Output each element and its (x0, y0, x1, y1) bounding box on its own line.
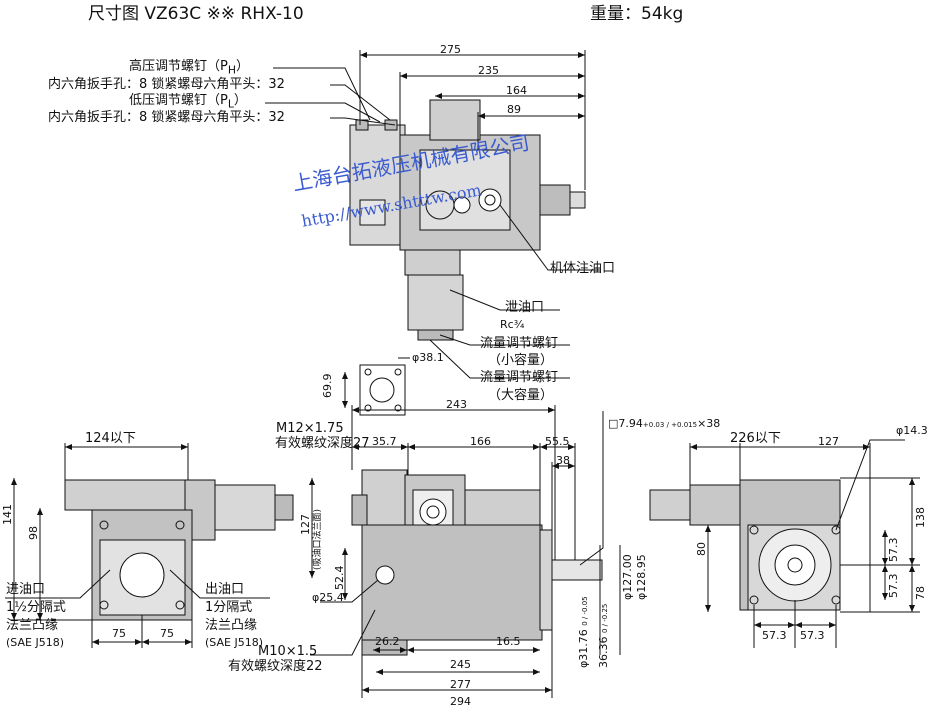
top-view-leaders (265, 67, 600, 379)
front-thread-depth: 有效螺纹深度22 (228, 659, 323, 674)
front-dim-52-4: 52.4 (333, 565, 346, 591)
dim-89: 89 (507, 103, 521, 116)
front-dim-245: 245 (450, 658, 471, 671)
front-dim-277: 277 (450, 678, 471, 691)
right-dim-138: 138 (914, 507, 927, 528)
front-dim-127-note: (吸油口法兰面) (313, 508, 323, 570)
front-dim-127: 127 (299, 514, 312, 535)
right-dim-80: 80 (695, 542, 708, 556)
drain-size: Rc¾ (500, 318, 525, 331)
flow-small-label: 流量调节螺钉 (480, 336, 559, 351)
right-view-dimensions (689, 439, 920, 648)
right-dim-57-3d: 57.3 (800, 629, 825, 642)
ph-hex-label: 内六角扳手孔：8 锁紧螺母六角平头：32 (48, 77, 285, 92)
front-thread: M10×1.5 (258, 644, 318, 659)
outlet-name: 出油口 (205, 582, 245, 597)
top-view-pump (349, 99, 586, 341)
front-dim-166: 166 (470, 435, 491, 448)
page-title: 尺寸图 VZ63C ※※ RHX-10 (88, 4, 304, 24)
outlet-flange: 法兰凸缘 (205, 618, 258, 633)
front-dim-55-5: 55.5 (545, 435, 570, 448)
right-dim-57-3c: 57.3 (762, 629, 787, 642)
dim-164: 164 (506, 84, 527, 97)
left-dim-75b: 75 (160, 627, 174, 640)
dim-36-36: 36.36 0 / -0.25 (597, 603, 610, 668)
flange-hole-dia: φ38.1 (412, 351, 444, 364)
weight-label: 重量：54kg (590, 4, 684, 24)
front-dim-294: 294 (450, 695, 471, 708)
dim-235: 235 (478, 64, 499, 77)
left-dim-141: 141 (1, 504, 14, 525)
outlet-type: 1分隔式 (205, 600, 253, 615)
flow-small-sub: （小容量） (488, 353, 554, 368)
pl-screw-label: 低压调节螺钉（PL） (129, 93, 247, 111)
front-dim-35-7: 35.7 (372, 435, 397, 448)
flange-thread-depth: 有效螺纹深度27 (275, 436, 370, 451)
flow-large-label: 流量调节螺钉 (480, 370, 559, 385)
front-dim-26-2: 26.2 (375, 635, 400, 648)
right-dim-14-3: φ14.3 (896, 424, 928, 437)
front-view-dimensions (309, 405, 621, 698)
inlet-std: (SAE J518) (6, 636, 64, 649)
inlet-flange: 法兰凸缘 (6, 618, 59, 633)
front-dim-243: 243 (446, 398, 467, 411)
flange-detail (342, 357, 410, 416)
front-view-pump (351, 469, 603, 656)
left-view-dimensions (5, 443, 270, 648)
left-width-label: 124以下 (85, 431, 136, 446)
drain-label: 泄油口 (505, 300, 545, 315)
left-dim-98: 98 (27, 526, 40, 540)
flow-large-sub: （大容量） (488, 388, 554, 403)
inlet-type: 1½分隔式 (6, 600, 66, 615)
dim-275: 275 (440, 43, 461, 56)
right-dim-78: 78 (914, 586, 927, 600)
flange-thread: M12×1.75 (276, 421, 344, 436)
flange-69-9: 69.9 (321, 373, 334, 399)
front-dim-16-5: 16.5 (496, 635, 521, 648)
left-view-pump (64, 479, 294, 621)
dim-phi-127: φ127.00 (621, 554, 634, 600)
dim-shaft-dia: φ31.76 0 / -0.05 (577, 596, 590, 668)
ph-screw-label: 高压调节螺钉（PH） (129, 59, 250, 77)
right-width-label: 226以下 (730, 431, 781, 446)
key-spec: □7.94+0.03 / +0.015×38 (608, 417, 721, 430)
right-view-pump (649, 479, 841, 611)
front-dim-38: 38 (556, 454, 570, 467)
outlet-std: (SAE J518) (205, 636, 263, 649)
body-fill-label: 机体注油口 (550, 261, 616, 276)
right-dim-57-3b: 57.3 (887, 573, 900, 599)
left-dim-75a: 75 (112, 627, 126, 640)
top-view-dimensions (359, 50, 586, 190)
dim-phi-128-95: φ128.95 (635, 554, 648, 600)
front-dim-25-4: φ25.4 (312, 591, 344, 604)
inlet-name: 进油口 (6, 582, 46, 597)
right-dim-57-3a: 57.3 (887, 537, 900, 563)
right-dim-127: 127 (818, 435, 839, 448)
pl-hex-label: 内六角扳手孔：8 锁紧螺母六角平头：32 (48, 110, 285, 125)
